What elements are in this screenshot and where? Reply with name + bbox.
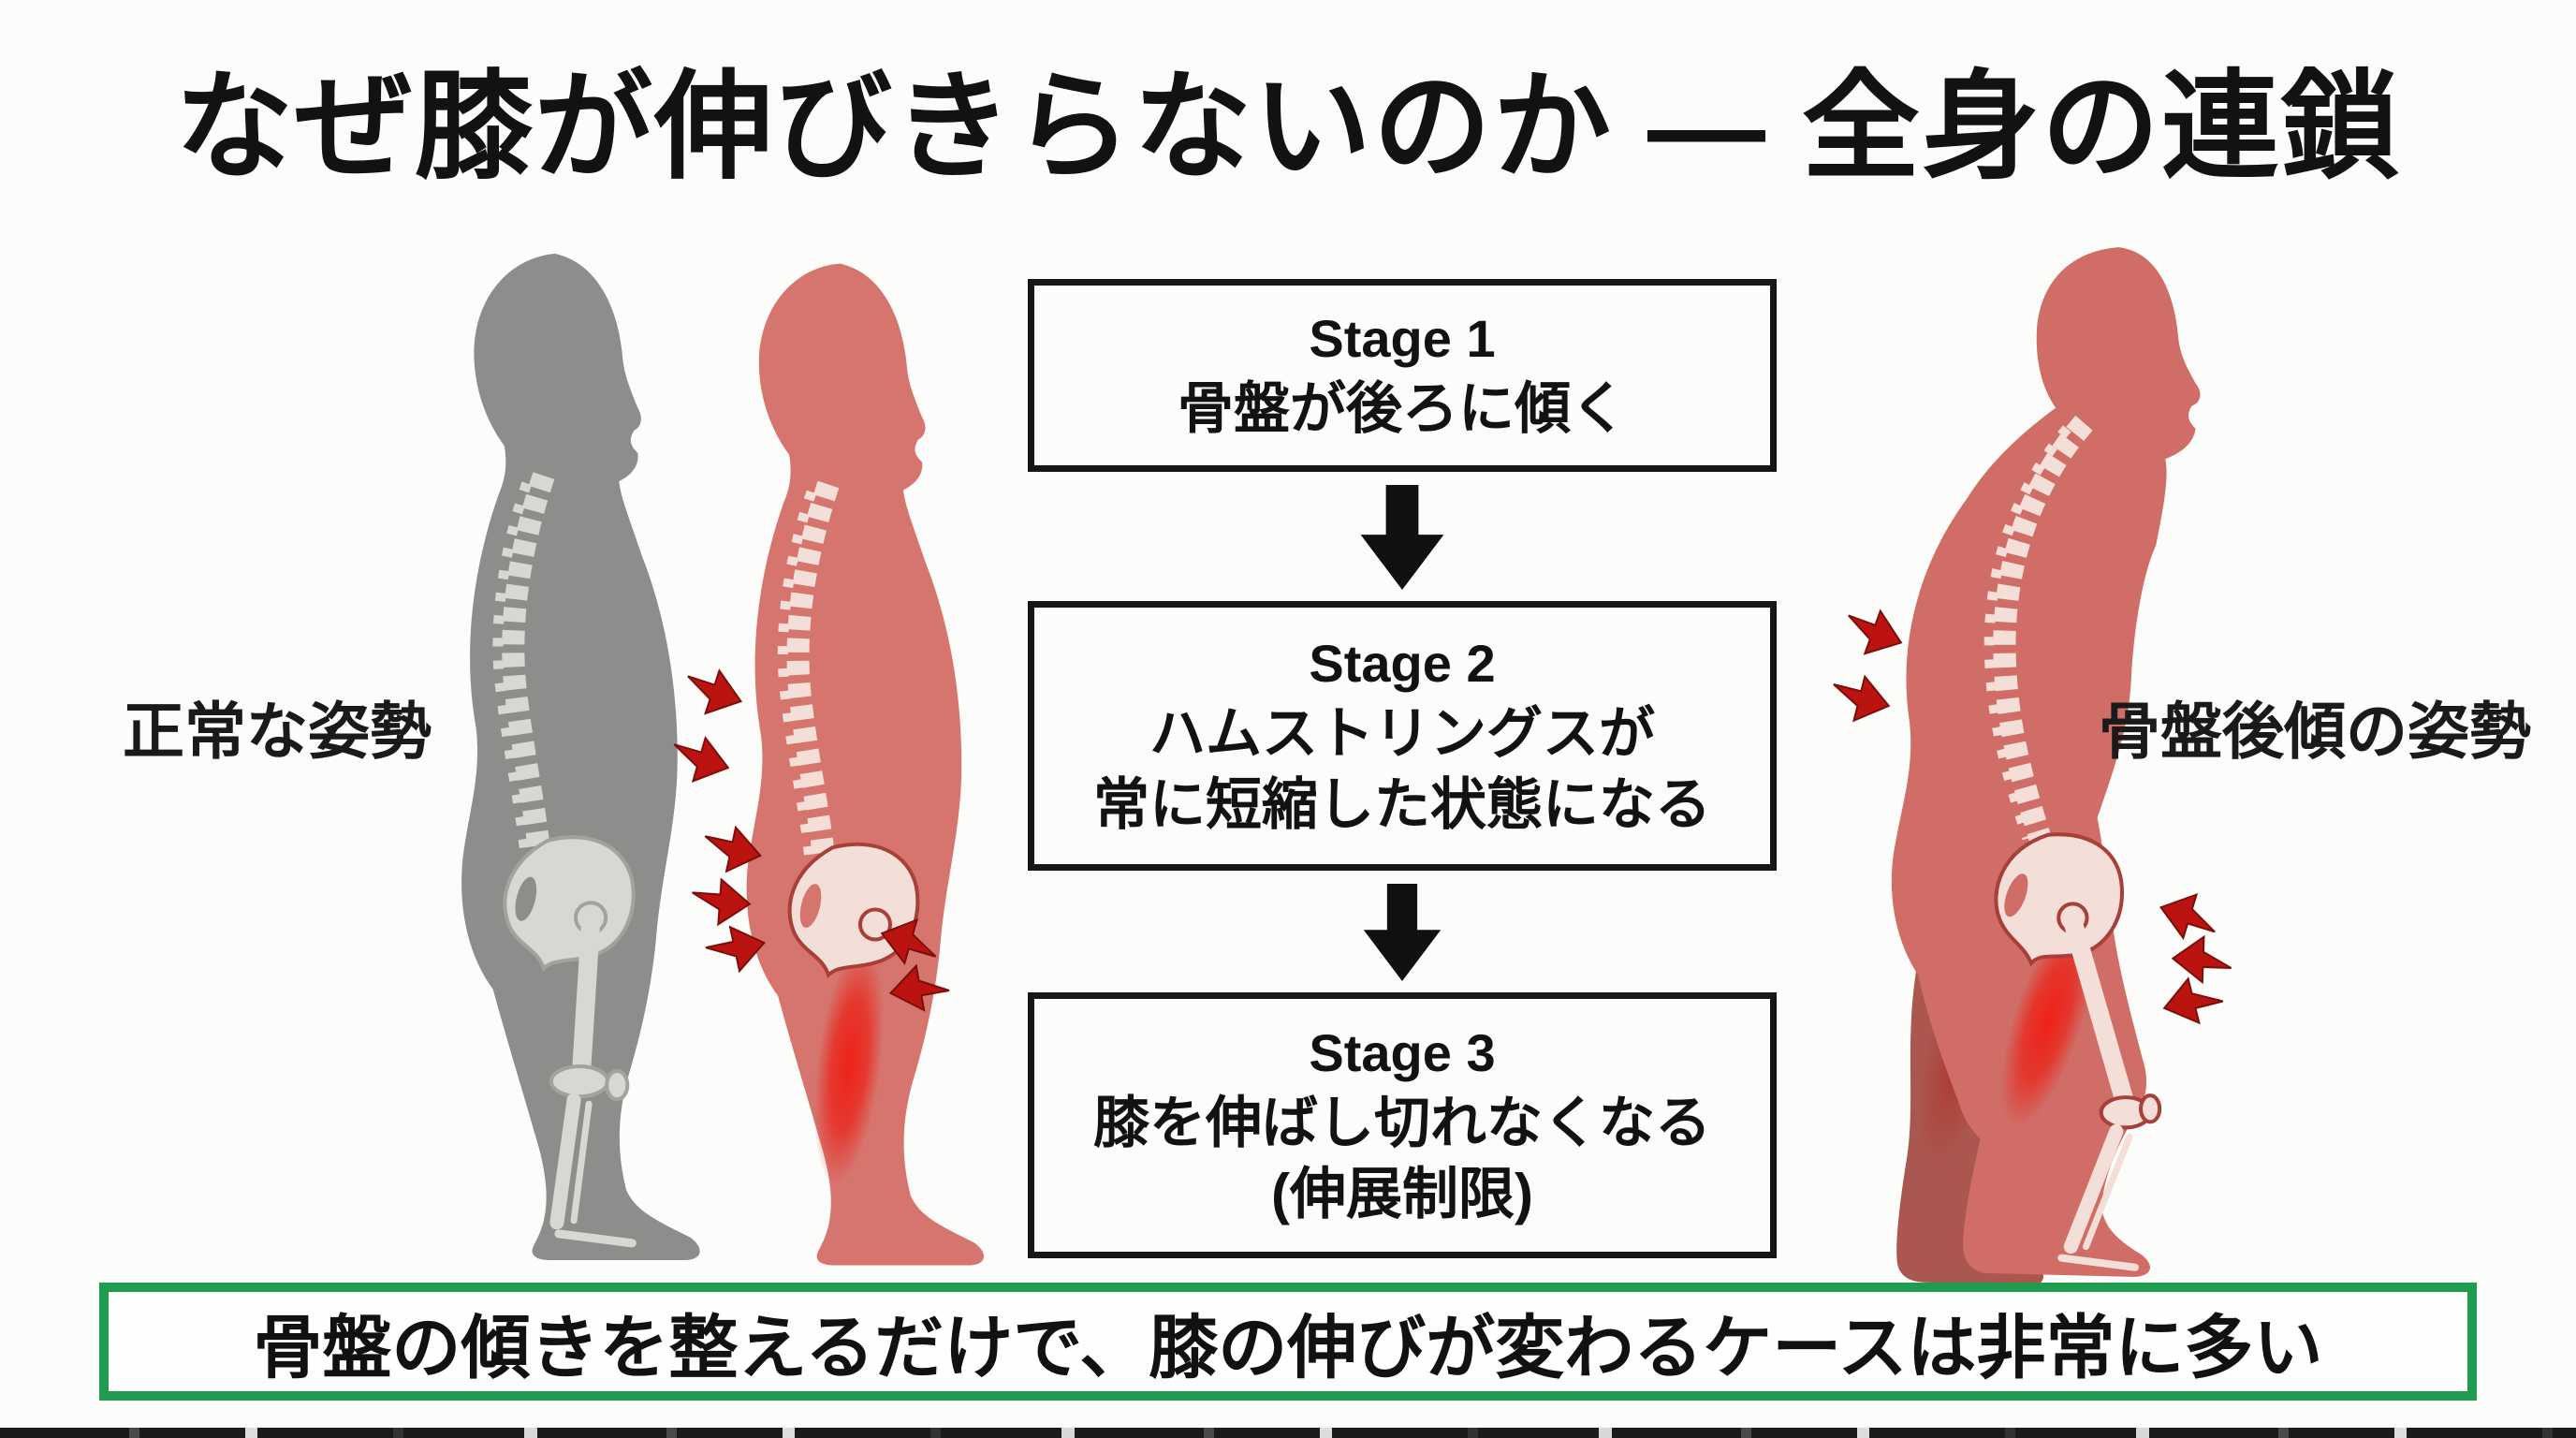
pelvis-arrow-icon bbox=[665, 728, 736, 791]
stage-2-title: Stage 2 bbox=[1309, 633, 1496, 693]
tibia bbox=[2063, 1123, 2124, 1255]
patella bbox=[2139, 1093, 2162, 1124]
down-arrow-icon bbox=[1363, 884, 1442, 981]
hamstring-arrow-icon bbox=[689, 876, 753, 928]
conclusion-text: 骨盤の傾きを整えるだけで、膝の伸びが変わるケースは非常に多い bbox=[253, 1308, 2323, 1387]
cropped-content-strip bbox=[0, 1428, 2576, 1438]
pelvis-bone bbox=[1994, 832, 2124, 967]
figure-pelvic-tilt-mechanism bbox=[665, 263, 985, 1266]
pelvis-bone bbox=[787, 842, 920, 979]
knee-arrow-icon bbox=[2158, 971, 2228, 1032]
stage-3-text-line1: 膝を伸ばし切れなくなる bbox=[1093, 1091, 1711, 1154]
patella bbox=[605, 1069, 630, 1102]
ilium-notch bbox=[799, 884, 822, 928]
stage-3-text-line2: (伸展制限) bbox=[1271, 1163, 1533, 1226]
stage-2-text-line1: ハムストリングスが bbox=[1149, 701, 1655, 765]
pelvis-arrow-icon bbox=[1837, 600, 1910, 666]
spine bbox=[1993, 415, 2093, 850]
fibula bbox=[570, 1100, 593, 1225]
pelvis-and-leg-bones bbox=[1994, 832, 2162, 1271]
pelvis-arrow-icon bbox=[1825, 668, 1895, 729]
figure-posterior-tilt-posture bbox=[1825, 247, 2233, 1284]
down-arrow-icon bbox=[1360, 485, 1444, 590]
stage-3-title: Stage 3 bbox=[1309, 1022, 1496, 1082]
hamstring-highlight bbox=[813, 946, 885, 1184]
spinous-processes bbox=[777, 490, 817, 860]
label-posterior-tilt-posture: 骨盤後傾の姿勢 bbox=[2099, 697, 2531, 766]
foot-bones bbox=[2057, 1254, 2140, 1271]
stage-2-box: Stage 2 ハムストリングスが 常に短縮した状態になる bbox=[1028, 601, 1777, 871]
stage-2-text-line2: 常に短縮した状態になる bbox=[1093, 773, 1711, 837]
hamstring-highlight bbox=[2000, 913, 2096, 1127]
knee-arrow-icon bbox=[2153, 885, 2225, 947]
femur bbox=[2063, 912, 2135, 1115]
label-normal-posture: 正常な姿勢 bbox=[123, 697, 432, 766]
foot-bones bbox=[554, 1229, 637, 1248]
spinous-processes bbox=[1983, 425, 2071, 841]
stage-1-title: Stage 1 bbox=[1309, 309, 1496, 369]
stage-flowchart: Stage 1 骨盤が後ろに傾く Stage 2 ハムストリングスが 常に短縮し… bbox=[1028, 279, 1777, 1258]
stage-1-box: Stage 1 骨盤が後ろに傾く bbox=[1028, 279, 1777, 472]
skeleton bbox=[777, 480, 840, 866]
body-silhouette bbox=[1891, 247, 2201, 1277]
pelvis-arrow-icon bbox=[678, 661, 749, 724]
knee-arrow-icon bbox=[2171, 934, 2233, 985]
stage-3-box: Stage 3 膝を伸ばし切れなくなる (伸展制限) bbox=[1028, 992, 1777, 1258]
skeleton bbox=[1983, 415, 2093, 850]
knee-joint bbox=[549, 1064, 610, 1099]
pelvis-bone bbox=[503, 835, 636, 973]
pelvis-and-leg-bones bbox=[787, 842, 920, 979]
ilium-notch bbox=[515, 876, 537, 921]
hip-joint bbox=[858, 907, 892, 942]
ilium-notch bbox=[2004, 873, 2028, 917]
pelvis-and-leg-bones bbox=[503, 835, 637, 1248]
stage-1-text: 骨盤が後ろに傾く bbox=[1178, 377, 1627, 440]
page-title: なぜ膝が伸びきらないのか ― 全身の連鎖 bbox=[174, 61, 2401, 193]
fibula bbox=[2082, 1134, 2133, 1251]
figure-normal-posture bbox=[461, 254, 700, 1260]
tibia bbox=[549, 1093, 581, 1230]
skeleton bbox=[492, 472, 555, 859]
spinous-processes bbox=[492, 481, 533, 853]
femur bbox=[572, 912, 601, 1082]
conclusion-banner: 骨盤の傾きを整えるだけで、膝の伸びが変わるケースは非常に多い bbox=[99, 1283, 2477, 1401]
